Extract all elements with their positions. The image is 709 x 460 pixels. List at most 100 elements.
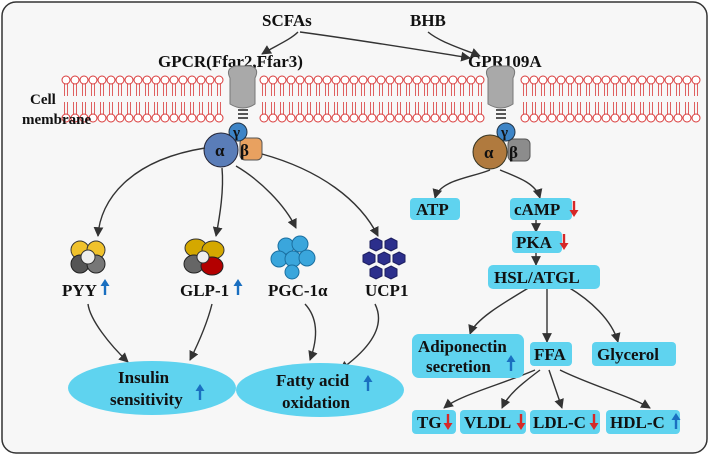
phospholipid-head xyxy=(304,75,314,85)
hsl-atgl-label: HSL/ATGL xyxy=(494,268,580,287)
alpha-to-camp-arrow xyxy=(499,169,543,199)
phospholipid-head xyxy=(412,75,422,85)
phospholipid-head xyxy=(178,113,188,123)
phospholipid-head xyxy=(520,75,530,85)
phospholipid-head xyxy=(673,75,683,85)
phospholipid-head xyxy=(322,113,332,123)
phospholipid-head xyxy=(61,113,71,123)
vldl-label: VLDL xyxy=(464,413,511,432)
phospholipid-head xyxy=(466,75,476,85)
g-protein-right-icon: α β γ xyxy=(472,122,531,170)
ldlc-box xyxy=(530,410,600,434)
phospholipid-head xyxy=(547,113,557,123)
gamma-right-label: γ xyxy=(500,125,508,141)
phospholipid-head xyxy=(304,113,314,123)
phospholipid-head xyxy=(286,113,296,123)
pyy-to-insulin-arrow xyxy=(87,303,129,363)
glp1-icon xyxy=(183,238,225,276)
phospholipid-head xyxy=(97,75,107,85)
phospholipid-head xyxy=(682,75,692,85)
phospholipid-head xyxy=(610,75,620,85)
tg-box xyxy=(412,410,456,434)
pgc1a-label: PGC-1α xyxy=(268,281,328,300)
alpha-left-label: α xyxy=(215,141,225,160)
alpha-right-label: α xyxy=(484,143,494,162)
phospholipid-head xyxy=(106,75,116,85)
phospholipid-head xyxy=(430,113,440,123)
phospholipid-head xyxy=(178,75,188,85)
phospholipid-head xyxy=(322,75,332,85)
phospholipid-head xyxy=(574,75,584,85)
camp-label: cAMP xyxy=(514,200,560,219)
phospholipid-head xyxy=(520,113,530,123)
phospholipid-head xyxy=(187,113,197,123)
ucp1-label: UCP1 xyxy=(365,281,408,300)
phospholipid-head xyxy=(421,75,431,85)
ffa-to-vldl-arrow xyxy=(501,369,541,409)
phospholipid-head xyxy=(574,113,584,123)
phospholipid-head xyxy=(340,113,350,123)
phospholipid-head xyxy=(115,75,125,85)
phospholipid-head xyxy=(160,75,170,85)
ffa-to-hdlc-arrow xyxy=(559,369,651,409)
phospholipid-head xyxy=(376,113,386,123)
phospholipid-head xyxy=(349,75,359,85)
hsl-to-adiponectin-arrow xyxy=(468,286,531,335)
phospholipid-head xyxy=(565,75,575,85)
phospholipid-head xyxy=(655,113,665,123)
phospholipid-head xyxy=(124,75,134,85)
pka-box xyxy=(512,231,562,253)
glp1-label: GLP-1 xyxy=(180,281,229,300)
phospholipid-head xyxy=(592,75,602,85)
fatty-acid-oxidation-oval xyxy=(236,363,404,417)
phospholipid-head xyxy=(286,75,296,85)
phospholipid-head xyxy=(160,113,170,123)
camp-box xyxy=(510,198,572,220)
phospholipid-head xyxy=(124,113,134,123)
phospholipid-head xyxy=(466,113,476,123)
phospholipid-head xyxy=(457,113,467,123)
ffa-label: FFA xyxy=(534,345,567,364)
adiponectin-line2: secretion xyxy=(426,357,491,376)
atp-box xyxy=(410,198,460,220)
phospholipid-head xyxy=(88,75,98,85)
scfa-label: SCFAs xyxy=(262,11,312,30)
phospholipid-head xyxy=(556,75,566,85)
arrow-to-pgc xyxy=(235,165,297,229)
vldl-box xyxy=(460,410,526,434)
phospholipid-head xyxy=(70,75,80,85)
phospholipid-head xyxy=(529,75,539,85)
hdlc-label: HDL-C xyxy=(610,413,665,432)
gpcr-receptor-icon xyxy=(228,65,258,119)
phospholipid-head xyxy=(367,75,377,85)
phospholipid-head xyxy=(691,75,701,85)
phospholipid-head xyxy=(538,75,548,85)
phospholipid-head xyxy=(403,113,413,123)
phospholipid-head xyxy=(268,113,278,123)
phospholipid-head xyxy=(277,113,287,123)
arrow-to-ucp1 xyxy=(261,153,379,237)
bhb-label: BHB xyxy=(410,11,446,30)
phospholipid-head xyxy=(646,75,656,85)
phospholipid-head xyxy=(691,113,701,123)
phospholipid-head xyxy=(358,75,368,85)
phospholipid-head xyxy=(259,113,269,123)
phospholipid-head xyxy=(313,113,323,123)
phospholipid-head xyxy=(610,113,620,123)
pgc1a-icon xyxy=(270,235,316,280)
phospholipid-head xyxy=(295,75,305,85)
phospholipid-head xyxy=(637,113,647,123)
phospholipid-head xyxy=(61,75,71,85)
bhb-to-gpr109a-arrow xyxy=(427,31,481,58)
phospholipid-head xyxy=(97,113,107,123)
adiponectin-box xyxy=(412,334,524,378)
phospholipid-head xyxy=(394,75,404,85)
phospholipid-head xyxy=(268,75,278,85)
phospholipid-head xyxy=(133,113,143,123)
fatty-line1: Fatty acid xyxy=(276,371,350,390)
pyy-label: PYY xyxy=(62,281,97,300)
phospholipid-head xyxy=(340,75,350,85)
phospholipid-head xyxy=(673,113,683,123)
phospholipid-head xyxy=(205,113,215,123)
phospholipid-head xyxy=(592,113,602,123)
